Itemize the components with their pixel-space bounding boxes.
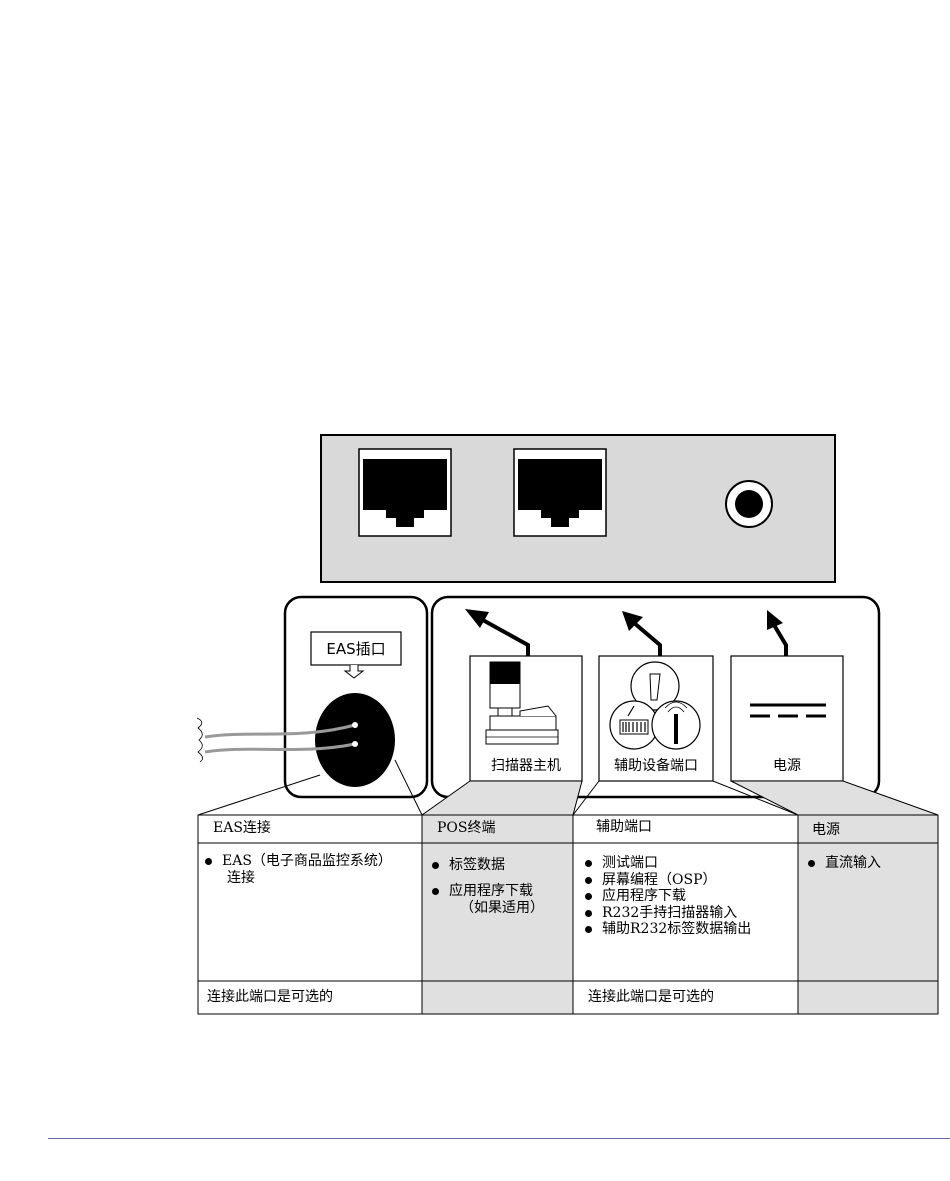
list-item: 测试端口 [585,855,751,872]
power-cell: 直流输入 [808,855,881,872]
list-item-continuation: （如果适用） [432,900,544,917]
table-footer-aux: 连接此端口是可选的 [588,989,714,1006]
list-item: 应用程序下载 [432,883,544,900]
list-item-continuation: 连接 [205,870,392,887]
eas-socket-label: EAS插口 [311,638,401,659]
list-item: EAS（电子商品监控系统） [205,853,392,870]
rj-port-pos-icon [359,449,451,536]
table-header-eas: EAS连接 [213,820,271,837]
list-item: R232手持扫描器输入 [585,905,751,922]
eas-cell: EAS（电子商品监控系统） 连接 [205,853,392,887]
eas-socket-icon [315,693,395,787]
aux-cell: 测试端口 屏幕编程（OSP） 应用程序下载 R232手持扫描器输入 辅助R232… [585,855,751,938]
aux-device-port-label: 辅助设备端口 [599,755,713,775]
list-item: 标签数据 [432,857,544,874]
scanner-host-label: 扫描器主机 [470,755,582,775]
port-table-grid [198,815,938,1014]
pos-cell: 标签数据 应用程序下载 （如果适用） [432,857,544,917]
list-item: 应用程序下载 [585,888,751,905]
table-footer-eas: 连接此端口是可选的 [207,989,333,1006]
power-jack-icon [726,481,772,527]
power-label: 电源 [731,755,843,775]
table-header-pos: POS终端 [437,820,496,837]
rj-port-aux-icon [514,449,606,536]
table-header-aux: 辅助端口 [596,819,652,836]
list-item: 屏幕编程（OSP） [585,872,751,889]
table-header-power: 电源 [812,822,840,839]
list-item: 直流输入 [808,855,881,872]
list-item: 辅助R232标签数据输出 [585,921,751,938]
footer-rule [48,1138,950,1139]
